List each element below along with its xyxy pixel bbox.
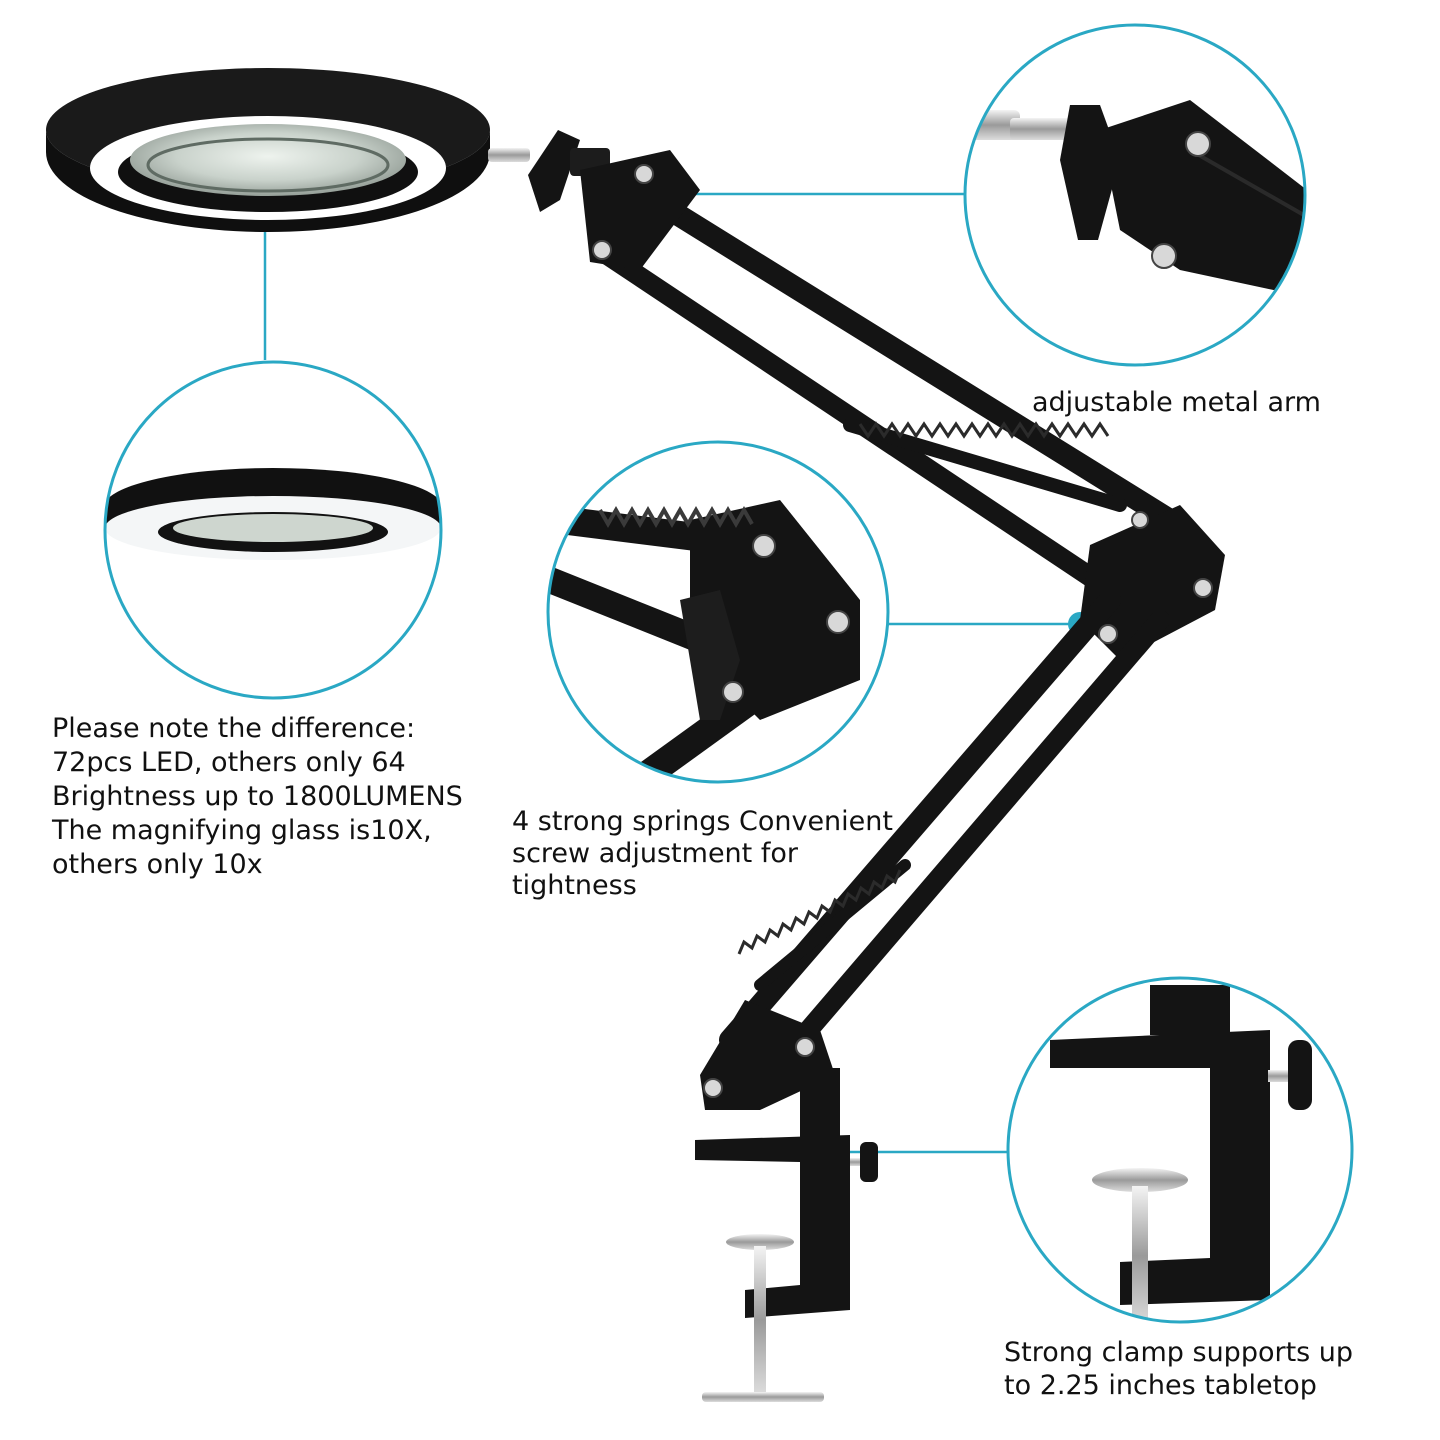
springs-caption-line-3: tightness [512,870,637,901]
ring-caption-line-5: others only 10x [52,849,263,880]
ring-caption-line-2: 72pcs LED, others only 64 [52,747,406,778]
ring-light-caption: Please note the difference: 72pcs LED, o… [52,712,463,882]
springs-caption-line-2: screw adjustment for [512,838,798,869]
elbow-joint [1080,505,1225,660]
clamp-caption-line-2: to 2.25 inches tabletop [1004,1370,1317,1401]
springs-caption-line-1: 4 strong springs Convenient [512,806,893,837]
ring-caption-line-3: Brightness up to 1800LUMENS [52,781,463,812]
arm-caption-line: adjustable metal arm [1032,387,1321,418]
lamp-head-ring [46,68,490,232]
detail-circle-springs [546,440,890,784]
arm-screws [592,164,1213,1098]
detail-circle-ring [103,360,443,700]
clamp-caption-line-1: Strong clamp supports up [1004,1337,1354,1368]
upper-spring [858,421,1110,439]
lower-spring [737,869,902,955]
desk-clamp [695,1068,878,1402]
lower-arm [719,589,1170,1051]
arm-caption: adjustable metal arm [1032,386,1321,420]
ring-caption-line-4: The magnifying glass is10X, [52,815,432,846]
upper-arm [590,174,1181,600]
detail-circle-clamp [1006,976,1354,1324]
detail-circle-arm [963,23,1307,367]
ring-caption-line-1: Please note the difference: [52,713,416,744]
clamp-caption: Strong clamp supports up to 2.25 inches … [1004,1336,1353,1402]
springs-caption: 4 strong springs Convenient screw adjust… [512,806,893,902]
upper-joint-plate [580,150,700,270]
magnifier-lamp [46,68,1225,1402]
